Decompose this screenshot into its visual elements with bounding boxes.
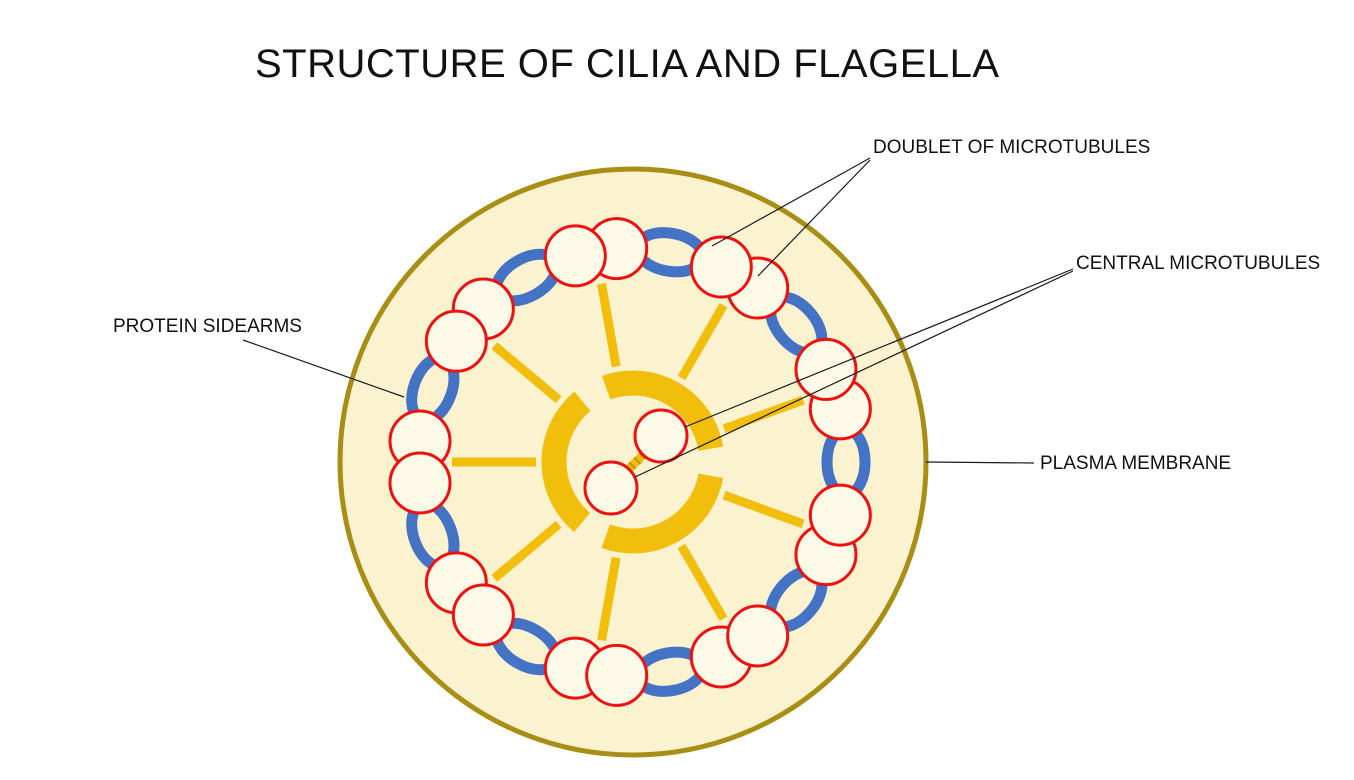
doublet-microtubule bbox=[689, 235, 753, 299]
doublet-microtubule bbox=[424, 309, 488, 373]
leader-line bbox=[684, 268, 1074, 428]
radial-spoke bbox=[722, 395, 805, 434]
leader-line bbox=[634, 270, 1074, 478]
radial-spoke bbox=[722, 490, 805, 529]
central-microtubule bbox=[583, 460, 639, 516]
diagram-title: STRUCTURE OF CILIA AND FLAGELLA bbox=[255, 42, 1000, 86]
doublet-microtubule bbox=[808, 483, 872, 547]
label-plasma-membrane: PLASMA MEMBRANE bbox=[1040, 453, 1232, 474]
radial-spoke bbox=[677, 543, 728, 622]
label-central-microtubules: CENTRAL MICROTUBULES bbox=[1076, 253, 1321, 274]
central-microtubule bbox=[633, 408, 689, 464]
leader-line bbox=[757, 159, 871, 277]
doublet-microtubule bbox=[388, 451, 452, 515]
leader-line bbox=[711, 157, 871, 247]
central-pair-bridge bbox=[625, 451, 647, 473]
radial-spoke bbox=[597, 556, 621, 642]
doublet-microtubule bbox=[585, 643, 649, 707]
leader-line bbox=[242, 339, 405, 398]
label-doublet-of-microtubules: DOUBLET OF MICROTUBULES bbox=[873, 137, 1151, 158]
doublet-microtubule bbox=[726, 604, 790, 668]
central-sheath-ring bbox=[541, 370, 725, 554]
radial-spoke bbox=[597, 282, 621, 368]
radial-spoke bbox=[491, 520, 562, 582]
leader-line bbox=[925, 461, 1035, 464]
label-protein-sidearms: PROTEIN SIDEARMS bbox=[113, 316, 302, 337]
doublet-microtubule bbox=[451, 583, 515, 647]
doublet-microtubule bbox=[543, 224, 607, 288]
radial-spoke bbox=[677, 302, 728, 381]
radial-spoke bbox=[491, 342, 562, 404]
